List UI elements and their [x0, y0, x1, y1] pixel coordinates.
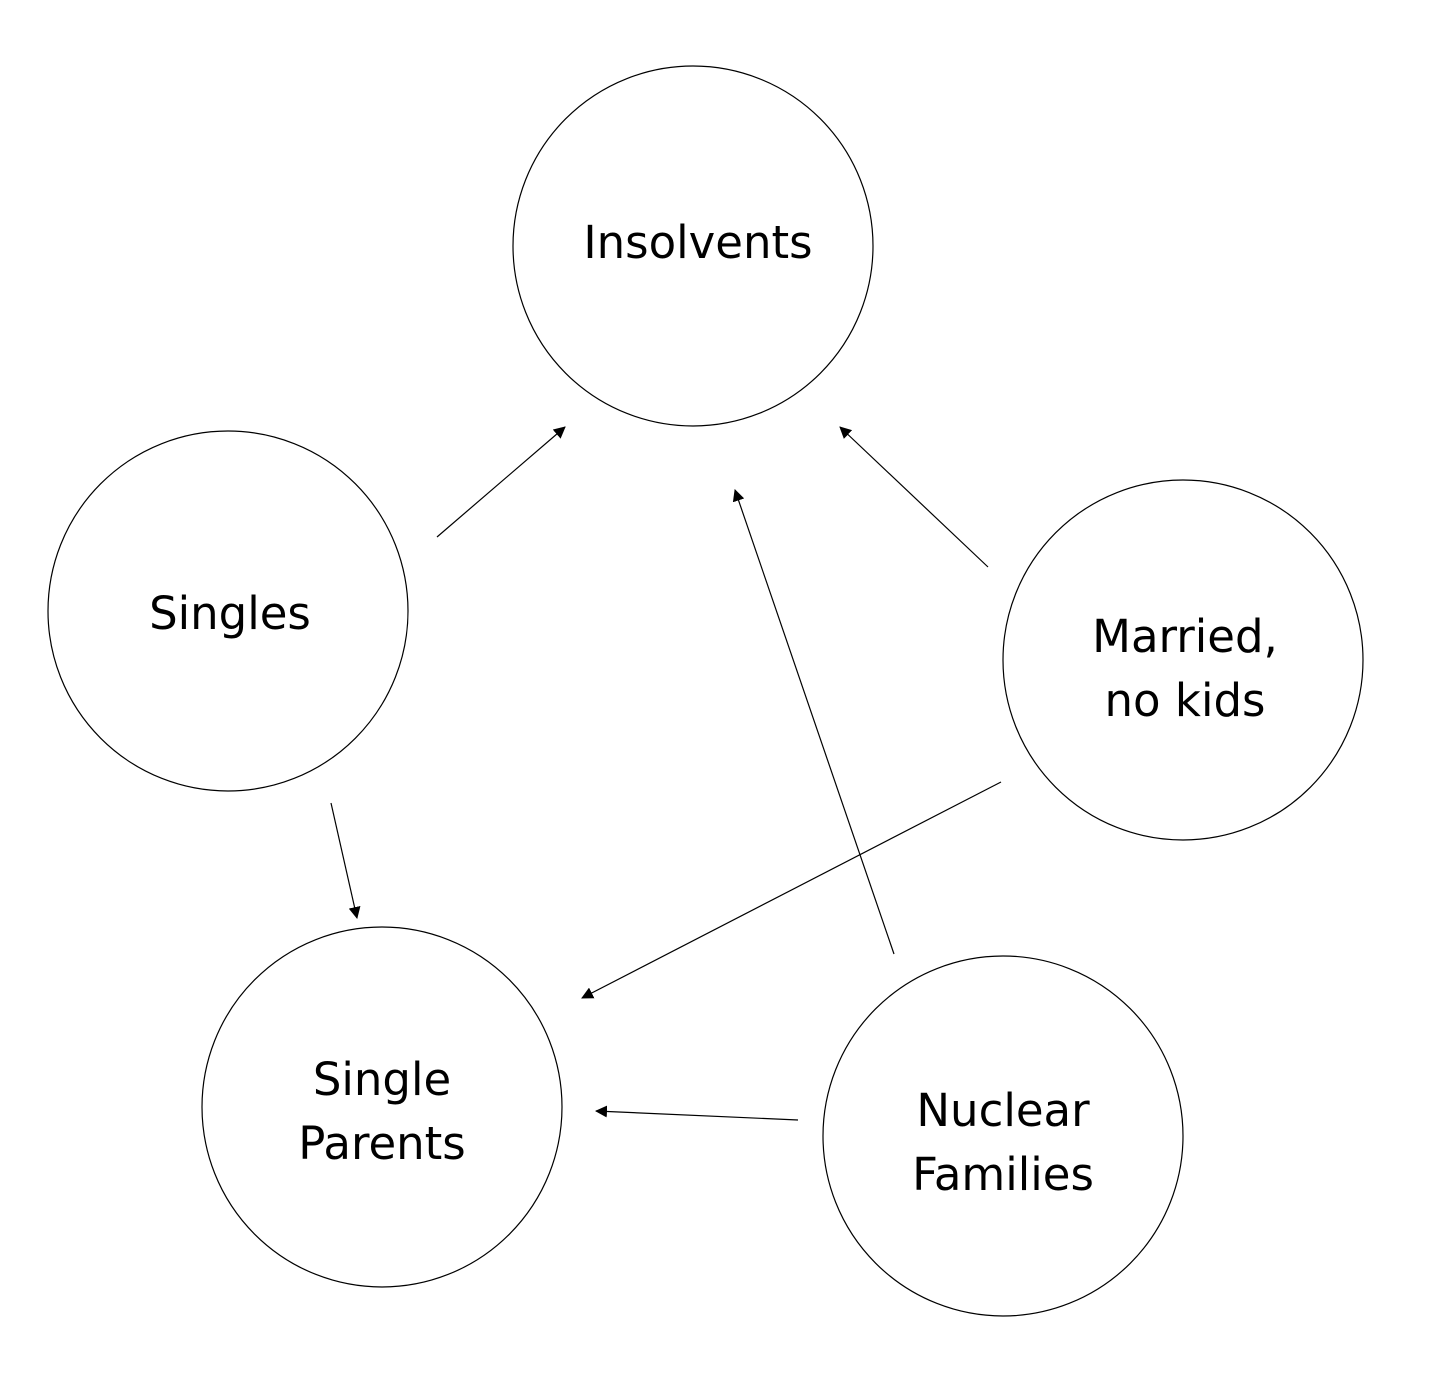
- node-nuclear-families: Nuclear Families: [822, 955, 1184, 1317]
- edge-nuclear-to-single-parents: [595, 1105, 799, 1121]
- node-married-no-kids: Married, no kids: [1002, 479, 1364, 841]
- node-singles-circle: [47, 430, 409, 792]
- node-nuclear-families-label-line-1: Nuclear: [916, 1084, 1090, 1137]
- edge-married-to-single-parents: [581, 781, 1002, 999]
- node-insolvents: Insolvents: [512, 65, 874, 427]
- node-nuclear-families-label-line-2: Families: [912, 1148, 1094, 1201]
- edge-married-to-insolvents: [839, 426, 989, 568]
- node-nuclear-families-circle: [822, 955, 1184, 1317]
- edge-nuclear-to-insolvents: [732, 489, 895, 955]
- edge-singles-to-single-parents: [330, 802, 361, 919]
- node-married-no-kids-label-line-2: no kids: [1105, 674, 1266, 727]
- node-singles-label: Singles: [149, 587, 311, 640]
- edge-singles-to-insolvents: [436, 426, 566, 538]
- node-singles: Singles: [47, 430, 409, 792]
- node-insolvents-label: Insolvents: [583, 216, 812, 269]
- node-single-parents-label-line-1: Single: [313, 1053, 451, 1106]
- node-married-no-kids-label-line-1: Married,: [1092, 610, 1278, 663]
- edges: [330, 426, 1002, 1121]
- node-married-no-kids-circle: [1002, 479, 1364, 841]
- node-single-parents: Single Parents: [201, 926, 563, 1288]
- node-single-parents-circle: [201, 926, 563, 1288]
- node-insolvents-circle: [512, 65, 874, 427]
- node-single-parents-label-line-2: Parents: [298, 1117, 466, 1170]
